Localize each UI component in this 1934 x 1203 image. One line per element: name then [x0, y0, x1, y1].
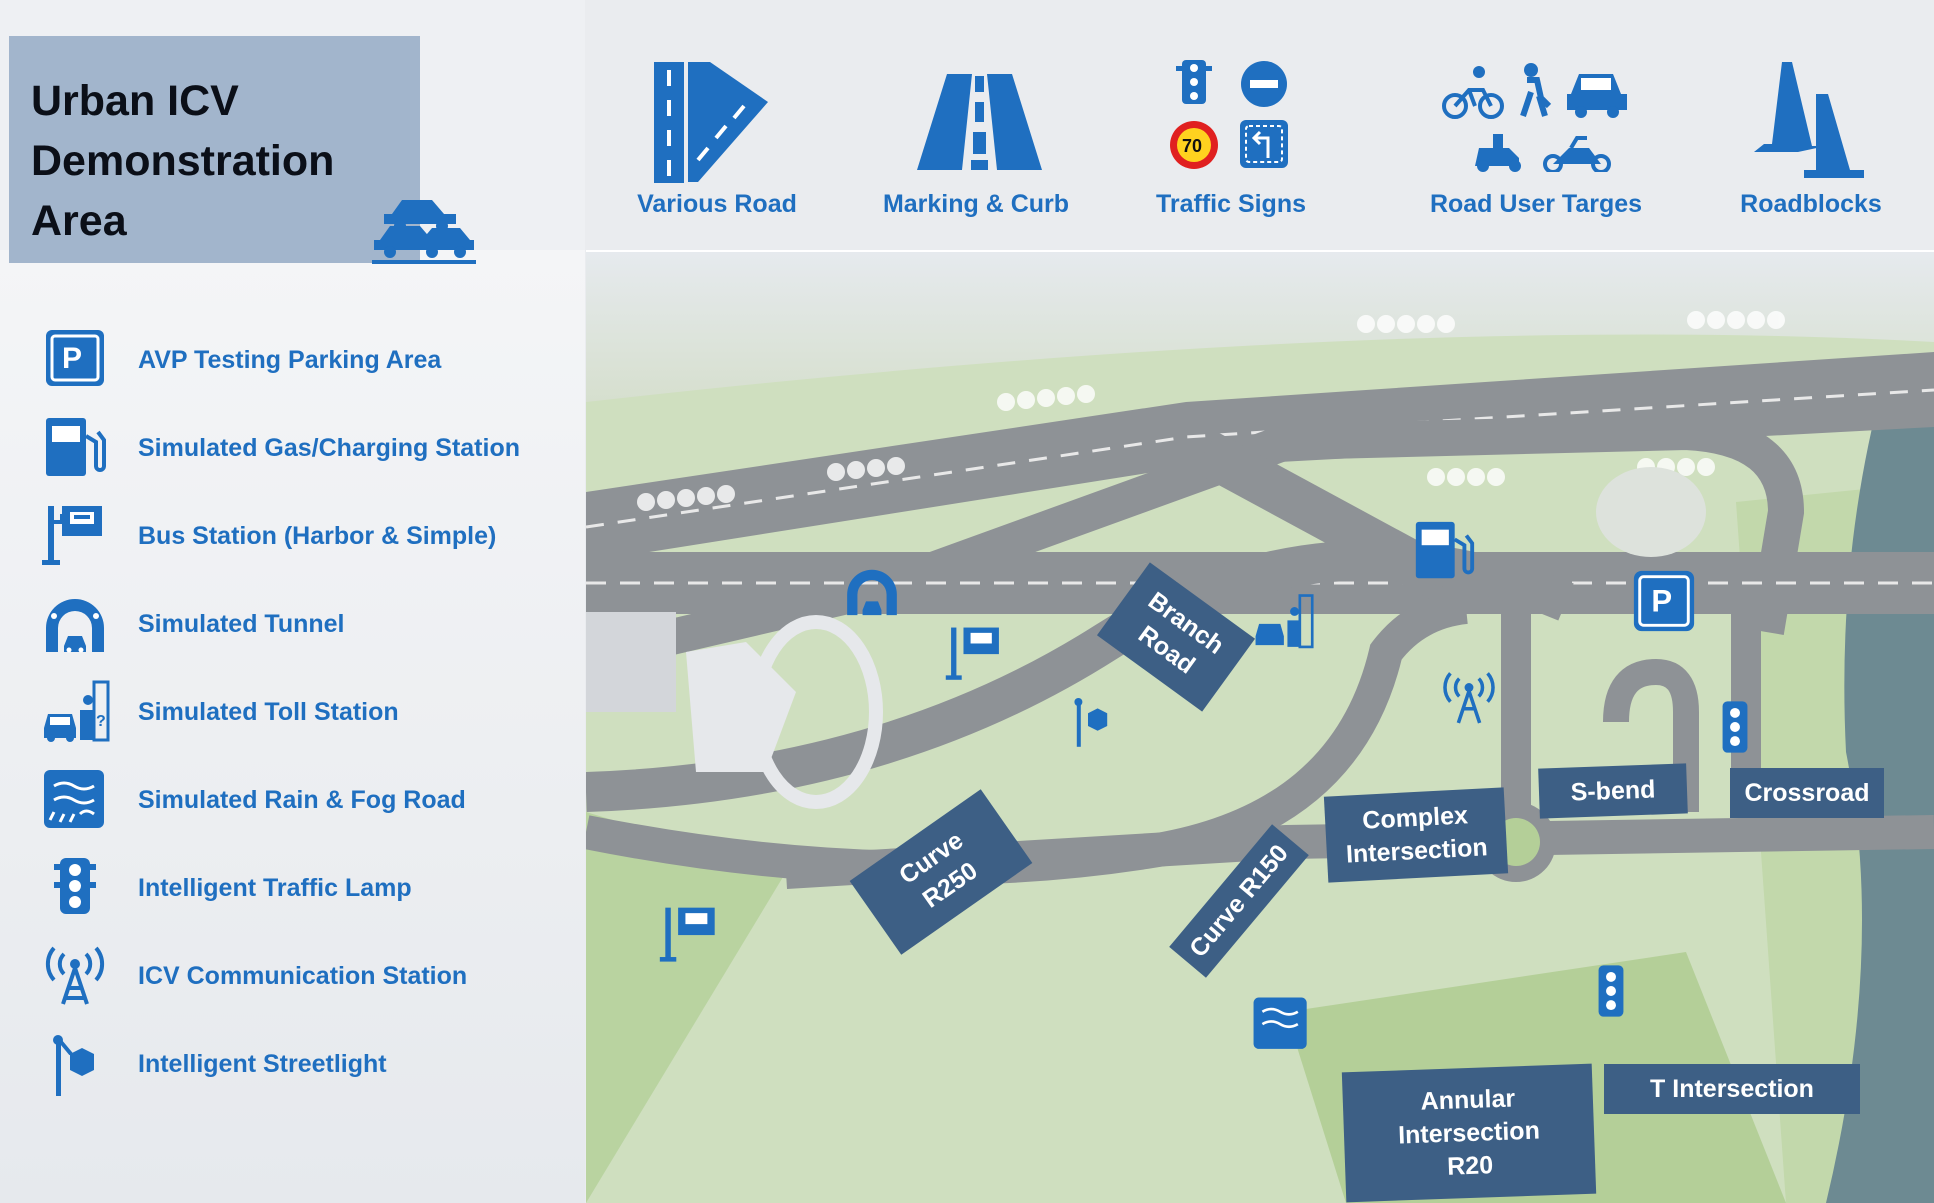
speed-limit-text: 70 [1182, 136, 1202, 156]
legend-label: Simulated Gas/Charging Station [138, 434, 520, 462]
map-label-crossroad: Crossroad [1730, 768, 1884, 818]
title-line-2: Demonstration [31, 137, 335, 185]
legend-item-parking: P AVP Testing Parking Area [40, 326, 580, 396]
road-users-icon [1442, 63, 1627, 172]
bus-station-icon [659, 907, 715, 962]
category-marking-curb: Marking & Curb [876, 0, 1076, 250]
communication-station-icon [45, 946, 105, 1005]
legend-label: AVP Testing Parking Area [138, 346, 442, 374]
legend-item-traffic-lamp: Intelligent Traffic Lamp [40, 854, 580, 924]
legend-background [0, 250, 585, 1203]
category-bar: Various Road Marking & Curb 70 Traffic S… [586, 0, 1934, 252]
map-label-annular-intersection: Annular Intersection R20 [1341, 1063, 1597, 1203]
svg-text:P: P [62, 342, 82, 375]
category-label: Various Road [637, 190, 797, 218]
bus-station-icon [42, 506, 102, 565]
legend-item-toll: ? Simulated Toll Station [40, 678, 580, 748]
parking-icon: P [46, 330, 104, 386]
rain-fog-icon [1253, 997, 1307, 1049]
gas-charging-icon [46, 418, 106, 476]
site-map: P Branch Road Curve R250 Curve R150 Comp… [586, 252, 1934, 1203]
legend-label: ICV Communication Station [138, 962, 468, 990]
legend-label: Simulated Toll Station [138, 698, 399, 726]
map-label-t-intersection: T Intersection [1604, 1064, 1860, 1114]
category-roadblocks: Roadblocks [1731, 0, 1891, 250]
legend-label: Simulated Tunnel [138, 610, 345, 638]
svg-text:?: ? [96, 713, 106, 730]
category-label: Road User Targes [1429, 190, 1643, 218]
svg-text:P: P [1651, 584, 1672, 619]
legend-label: Simulated Rain & Fog Road [138, 786, 466, 814]
legend-panel: Urban ICV Demonstration Area P AVP Testi… [0, 0, 585, 1203]
toll-station-icon: ? [44, 680, 110, 742]
parking-icon: P [1633, 570, 1695, 632]
category-label: Traffic Signs [1155, 190, 1307, 218]
legend-label: Intelligent Streetlight [138, 1050, 387, 1078]
tunnel-icon [46, 599, 104, 653]
map-label-s-bend: S-bend [1538, 763, 1688, 819]
page-title: Urban ICV Demonstration Area [31, 71, 361, 251]
streetlight-icon [53, 1035, 94, 1096]
category-label: Roadblocks [1740, 190, 1882, 218]
traffic-lamp-icon [54, 858, 96, 914]
streetlight-icon [1074, 698, 1108, 747]
legend-item-streetlight: Intelligent Streetlight [40, 1030, 580, 1100]
legend-item-bus: Bus Station (Harbor & Simple) [40, 502, 580, 572]
category-various-road: Various Road [626, 0, 806, 250]
legend-label: Intelligent Traffic Lamp [138, 874, 412, 902]
toll-station-icon [1255, 594, 1314, 649]
legend-label: Bus Station (Harbor & Simple) [138, 522, 497, 550]
cars-icon [372, 200, 476, 264]
title-line-1: Urban ICV [31, 77, 239, 125]
tunnel-icon [847, 569, 897, 616]
map-base [586, 252, 1934, 1203]
traffic-signs-icon: 70 [1170, 60, 1288, 169]
bus-station-icon [945, 627, 999, 680]
map-label-complex-intersection: Complex Intersection [1323, 787, 1509, 883]
traffic-lamp-icon [1598, 965, 1624, 1017]
gas-charging-icon [1415, 521, 1475, 579]
legend-item-tunnel: Simulated Tunnel [40, 590, 580, 660]
title-box [9, 36, 420, 263]
title-line-3: Area [31, 197, 127, 245]
rain-fog-icon [44, 770, 104, 828]
category-traffic-signs: 70 Traffic Signs [1156, 0, 1306, 250]
traffic-lamp-icon [1722, 701, 1748, 753]
legend-item-communication: ICV Communication Station [40, 942, 580, 1012]
legend-item-gas: Simulated Gas/Charging Station [40, 414, 580, 484]
roadblocks-icon [1754, 62, 1864, 178]
various-road-icon [654, 62, 768, 183]
category-label: Marking & Curb [882, 190, 1070, 218]
communication-station-icon [1443, 672, 1495, 724]
category-road-users: Road User Targes [1426, 0, 1646, 250]
legend-item-rain: Simulated Rain & Fog Road [40, 766, 580, 836]
marking-curb-icon [917, 74, 1042, 170]
